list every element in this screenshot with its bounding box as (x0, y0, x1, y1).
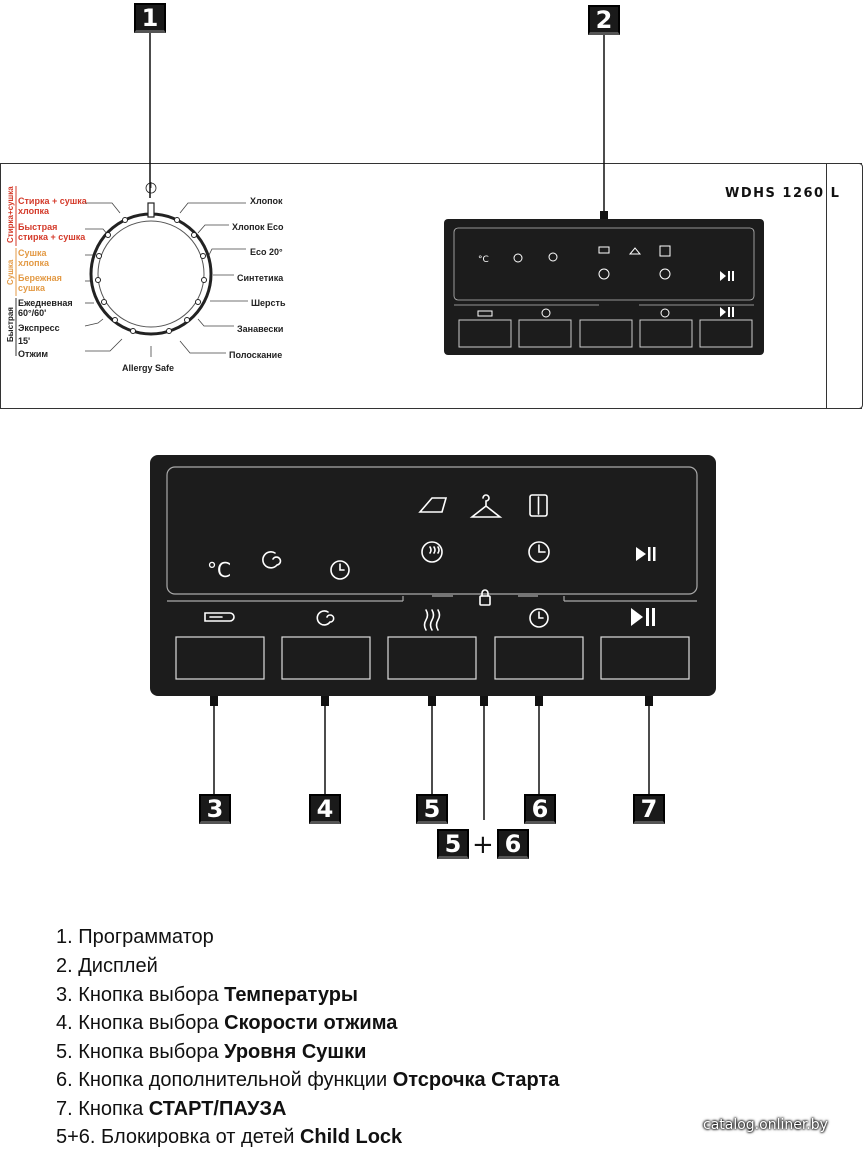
model-name: WDHS 1260 L (725, 186, 841, 201)
display-panel-large-graphic (166, 466, 698, 602)
program-label: Быстрая (18, 222, 58, 232)
program-label: Сушка (18, 248, 47, 258)
legend-bold: СТАРТ/ПАУЗА (148, 1098, 287, 1120)
lock-icon (479, 595, 491, 606)
display-panel-large (150, 455, 716, 696)
callout-1-leader (149, 33, 151, 198)
display-panel-small (444, 219, 764, 355)
legend-bold: Температуры (224, 984, 359, 1006)
program-label: 15' (18, 336, 31, 346)
program-label: Занавески (237, 324, 284, 334)
legend-text: 1. Программатор (56, 926, 214, 948)
callout-3: 3 (199, 794, 231, 824)
legend-text: 7. Кнопка (56, 1098, 149, 1120)
legend-item-3: 3. Кнопка выбора Температуры (56, 983, 358, 1007)
drying-icon (423, 609, 441, 631)
timer-icon (330, 560, 350, 580)
program-label: хлопка (18, 206, 50, 216)
program-dial-graphic (84, 182, 248, 357)
side-label-brackets (15, 186, 17, 356)
legend-bold: Скорости отжима (224, 1012, 398, 1034)
program-label: Шерсть (251, 298, 286, 308)
legend-bold: Уровня Сушки (224, 1041, 367, 1063)
legend-item-4: 4. Кнопка выбора Скорости отжима (56, 1011, 397, 1035)
program-label: Стирка + сушка (18, 196, 87, 206)
legend-text: 4. Кнопка выбора (56, 1012, 225, 1034)
spin-icon (262, 551, 282, 569)
program-label: Экспресс (18, 323, 60, 333)
watermark: catalog.onliner.by (703, 1117, 828, 1133)
program-label: Allergy Safe (122, 363, 175, 373)
callout-combo-plus: + (472, 830, 494, 860)
display-icons (175, 494, 690, 680)
legend-text: 3. Кнопка выбора (56, 984, 225, 1006)
legend-bold: Отсрочка Старта (392, 1069, 560, 1091)
callout-4: 4 (309, 794, 341, 824)
legend-text: 2. Дисплей (56, 955, 158, 977)
program-label: хлопка (18, 258, 50, 268)
iron-icon (418, 497, 448, 513)
program-label: Хлопок (250, 196, 283, 206)
legend-item-5: 5. Кнопка выбора Уровня Сушки (56, 1040, 366, 1064)
program-label: Отжим (18, 349, 49, 359)
clock-icon (528, 541, 550, 563)
legend-text: 5. Кнопка выбора (56, 1041, 225, 1063)
legend-text: 6. Кнопка дополнительной функции (56, 1069, 393, 1091)
program-label: Синтетика (237, 273, 284, 283)
legend-bold: Child Lock (299, 1126, 403, 1148)
program-label: сушка (18, 283, 46, 293)
legend-item-6: 6. Кнопка дополнительной функции Отсрочк… (56, 1068, 559, 1092)
callout-6: 6 (524, 794, 556, 824)
program-label: стирка + сушка (18, 232, 86, 242)
legend-item-1: 1. Программатор (56, 925, 214, 949)
program-label: Полоскание (229, 350, 283, 360)
temperature-unit-label: °C (207, 558, 231, 582)
legend-item-7: 7. Кнопка СТАРТ/ПАУЗА (56, 1097, 286, 1121)
cupboard-icon (529, 494, 548, 517)
svg-text:°C: °C (478, 255, 489, 265)
callout-2: 2 (588, 5, 620, 35)
program-label: Бережная (18, 273, 62, 283)
start-pause-icon (636, 547, 646, 561)
hanger-icon (469, 494, 503, 518)
dry-level-icon (421, 541, 443, 563)
display-panel-small-graphic: °C (453, 227, 755, 348)
legend-item-8: 5+6. Блокировка от детей Child Lock (56, 1125, 402, 1149)
callout-combo-5: 5 (437, 829, 469, 859)
legend-item-2: 2. Дисплей (56, 954, 158, 978)
program-label: Хлопок Eco (232, 222, 284, 232)
legend-text: 5+6. Блокировка от детей (56, 1126, 300, 1148)
button-callout-leaders (210, 696, 653, 820)
machine-panel-edge (826, 163, 863, 409)
callout-5: 5 (416, 794, 448, 824)
callout-combo-6: 6 (497, 829, 529, 859)
callout-1: 1 (134, 3, 166, 33)
program-label: Ежедневная (18, 298, 73, 308)
callout-2-leader (600, 35, 608, 219)
callout-7: 7 (633, 794, 665, 824)
thermometer-icon (204, 612, 235, 622)
program-label: 60°/60' (18, 308, 47, 318)
program-label: Eco 20° (250, 247, 283, 257)
